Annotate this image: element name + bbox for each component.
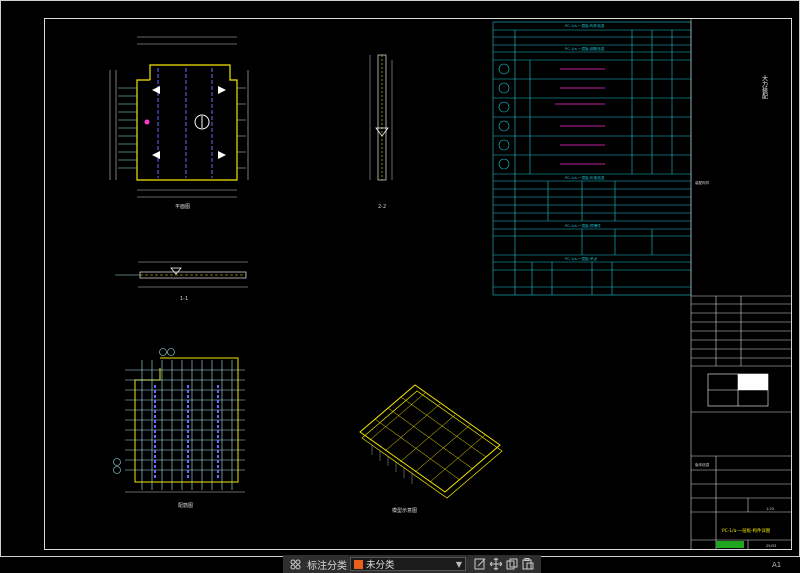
- edit-icon[interactable]: [472, 556, 488, 572]
- drawing-name: PC-1/a-一层板-构件详图: [722, 527, 771, 534]
- chevron-down-icon: ▼: [455, 559, 462, 569]
- plan-view: 平面图: [109, 36, 249, 210]
- table-1-title: PC-1/a-一层板-构件信息: [565, 23, 605, 28]
- title-block: [690, 18, 791, 549]
- company-name: 大力装配: [761, 74, 768, 100]
- isometric-model: 模型示意图: [359, 384, 503, 514]
- sheet-inner-frame: [44, 18, 792, 550]
- table-4-title: PC-1/a-一层板-预埋件: [565, 223, 601, 228]
- category-select[interactable]: 未分类 ▼: [350, 557, 466, 571]
- table-2-title: PC-1/a-一层板-钢筋信息: [565, 46, 605, 51]
- revision-label: 版本信息: [695, 462, 710, 467]
- scale-value: 1:25: [766, 507, 774, 511]
- plan-title: 平面图: [175, 204, 190, 210]
- sheet-value: 29/33: [766, 544, 776, 548]
- info-tables: [492, 21, 692, 296]
- rebar-layout: 配筋图: [113, 348, 245, 509]
- page-number: A1: [772, 561, 782, 569]
- rebar-shape-lines: [555, 68, 605, 165]
- table-row-markers: [498, 63, 510, 170]
- rebar-title: 配筋图: [178, 502, 193, 509]
- section-1-1-label: 1-1: [180, 296, 188, 302]
- annotation-toolbar: 标注分类 未分类 ▼: [283, 555, 541, 573]
- copy-icon[interactable]: [504, 556, 520, 572]
- category-color-swatch: [354, 559, 363, 569]
- table-5-title: PC-1/a-一层板-吊点: [565, 256, 598, 261]
- grid-icon[interactable]: [287, 556, 303, 572]
- section-2-2: 2-2: [369, 54, 393, 210]
- title-block-logo-fill: [738, 374, 768, 390]
- section-2-2-label: 2-2: [378, 204, 386, 210]
- paste-icon[interactable]: [520, 556, 536, 572]
- section-1-1: 1-1: [115, 261, 248, 302]
- project-name: 装配构件: [695, 180, 710, 185]
- category-label: 标注分类: [307, 560, 347, 572]
- title-block-status: [716, 541, 744, 548]
- table-3-title: PC-1/a-一层板-桁架信息: [565, 175, 605, 180]
- iso-title: 模型示意图: [392, 507, 417, 514]
- category-select-value: 未分类: [366, 560, 395, 571]
- move-icon[interactable]: [488, 556, 504, 572]
- sheet-outer-frame: [0, 0, 800, 557]
